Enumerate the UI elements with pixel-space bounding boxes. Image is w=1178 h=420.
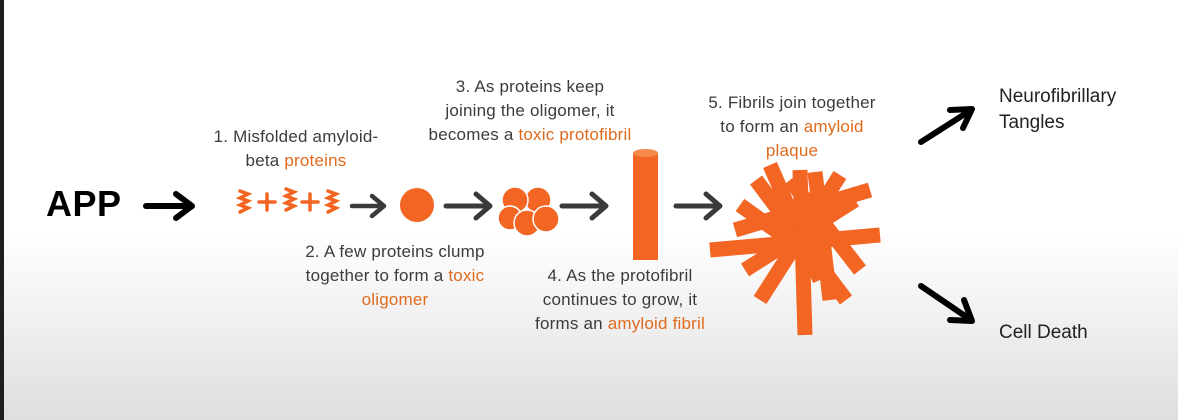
step-4-line-2: continues to grow, it [542, 290, 698, 309]
step-1-caption: 1. Misfolded amyloid- beta proteins [196, 125, 396, 173]
amyloid-plaque-icon [709, 162, 881, 336]
step-5-line-3: plaque [765, 141, 819, 160]
misfolded-proteins-icon [235, 187, 341, 214]
step-4-line-3: forms an amyloid fibril [535, 314, 705, 333]
cell-death-arrow [918, 283, 975, 324]
gray-arrow-1 [349, 193, 387, 219]
step-3-line-1: 3. As proteins keep [455, 77, 605, 96]
step-5-line-1: 5. Fibrils join together [708, 93, 876, 112]
step-2-line-2: together to form a toxic [305, 266, 485, 285]
step-3-line-2: joining the oligomer, it [445, 101, 615, 120]
step-4-line-1: 4. As the protofibril [547, 266, 693, 285]
step-3-line-3: becomes a toxic protofibril [428, 125, 632, 144]
app-arrow [143, 191, 195, 221]
gray-arrow-4 [673, 191, 723, 221]
step-5-caption: 5. Fibrils join together to form an amyl… [682, 91, 902, 163]
step-5-line-2: to form an amyloid [720, 117, 864, 136]
outcome-cell-death: Cell Death [999, 322, 1088, 343]
app-label: APP [46, 183, 122, 224]
step-4-caption: 4. As the protofibril continues to grow,… [510, 264, 730, 336]
gray-arrow-2 [443, 191, 493, 221]
protofibril-icon [633, 149, 658, 260]
step-2-line-3: oligomer [361, 290, 429, 309]
step-2-line-1: 2. A few proteins clump [305, 242, 485, 261]
video-frame-edge [0, 0, 4, 420]
toxic-oligomer-icon [497, 186, 560, 237]
outcome-neurofibrillary-tangles: Neurofibrillary Tangles [999, 86, 1117, 133]
step-1-line-1: 1. Misfolded amyloid- [213, 127, 379, 146]
tangles-arrow [918, 106, 975, 145]
single-protein-circle [400, 188, 434, 222]
gray-arrow-3 [559, 191, 609, 221]
step-1-line-2: beta proteins [245, 151, 347, 170]
step-3-caption: 3. As proteins keep joining the oligomer… [400, 75, 660, 147]
step-2-caption: 2. A few proteins clump together to form… [285, 240, 505, 312]
